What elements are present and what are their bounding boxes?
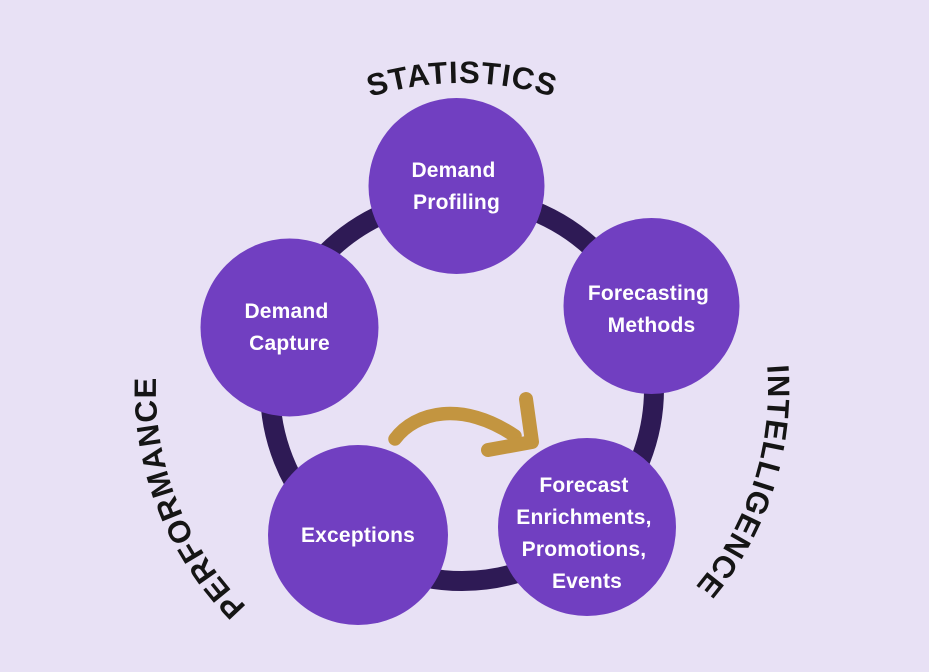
node-forecast-enrichments-label: Forecast Enrichments, Promotions, Events (516, 474, 657, 593)
node-demand-capture-circle (200, 238, 379, 417)
node-label-line: Profiling (413, 191, 500, 214)
node-demand-profiling-circle (368, 98, 545, 274)
node-forecasting-methods: Forecasting Methods (563, 218, 740, 394)
node-label-line: Capture (249, 332, 330, 355)
node-label-line: Demand (244, 300, 328, 323)
node-forecast-enrichments-promotions-events: Forecast Enrichments, Promotions, Events (498, 438, 676, 616)
node-label-line: Demand (411, 159, 495, 182)
node-forecasting-methods-label: Forecasting Methods (588, 282, 715, 337)
node-label-line: Exceptions (301, 524, 415, 547)
node-demand-profiling-label: Demand Profiling (411, 159, 501, 214)
node-forecast-enrichments-circle (498, 438, 676, 616)
node-label-line: Enrichments, (516, 506, 651, 529)
node-demand-capture: Demand Capture (200, 238, 379, 417)
node-label-line: Events (552, 570, 622, 593)
node-label-line: Forecasting (588, 282, 709, 305)
node-demand-profiling: Demand Profiling (368, 98, 545, 274)
node-label-line: Forecast (539, 474, 628, 497)
node-exceptions: Exceptions (268, 445, 448, 625)
arrow-shaft (388, 406, 522, 446)
node-exceptions-circle (268, 445, 448, 625)
arrow-head (481, 392, 539, 457)
node-forecasting-methods-circle (563, 218, 740, 394)
node-label-line: Promotions, (522, 538, 647, 561)
clockwise-arrow-icon (388, 392, 539, 457)
node-label-line: Methods (608, 314, 696, 337)
node-demand-capture-label: Demand Capture (244, 300, 334, 355)
node-exceptions-label: Exceptions (301, 524, 415, 547)
